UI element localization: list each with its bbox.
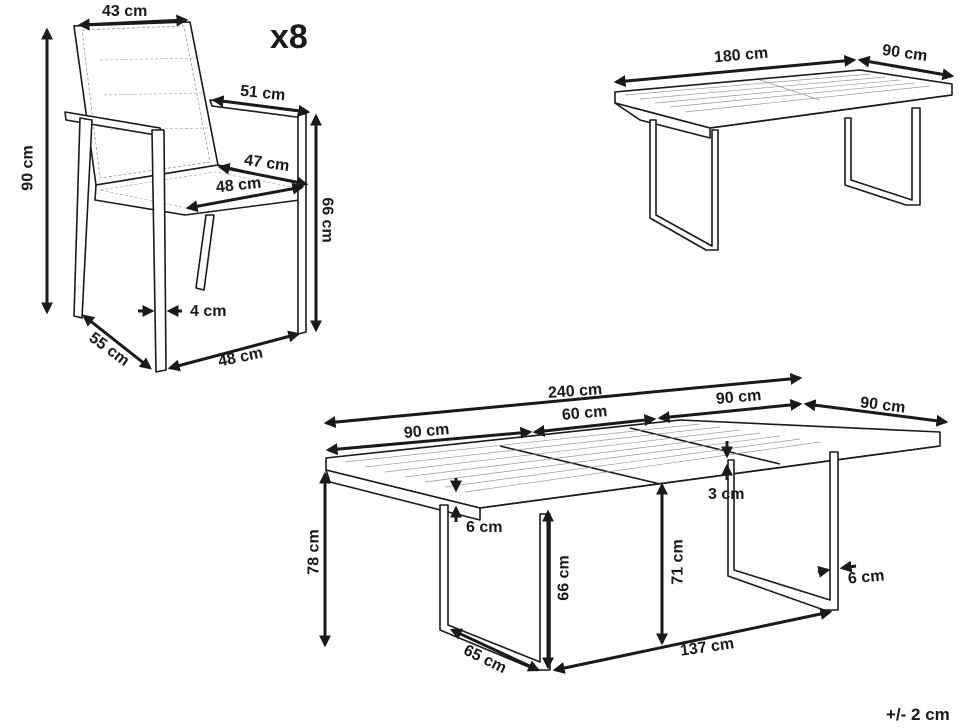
chair-height-label: 90 cm bbox=[19, 145, 37, 191]
tabletop-thickness-label: 3 cm bbox=[708, 486, 745, 503]
chair-leg-width-label: 4 cm bbox=[190, 303, 227, 320]
extended-table-dimension-arrows bbox=[319, 372, 949, 674]
chair-dimension-arrows bbox=[41, 14, 322, 372]
chair-quantity-label: x8 bbox=[270, 18, 308, 56]
table-leg-width-label: 6 cm bbox=[847, 567, 886, 588]
closed-table-dimension-arrows bbox=[613, 54, 955, 88]
leg-clearance-label: 66 cm bbox=[555, 555, 573, 601]
tolerance-note: +/- 2 cm bbox=[886, 705, 950, 724]
chair-armrest-height-label: 66 cm bbox=[318, 197, 336, 243]
table-height-label: 78 cm bbox=[305, 529, 323, 575]
chair-drawing bbox=[64, 21, 307, 373]
under-clearance-label: 71 cm bbox=[669, 539, 687, 585]
closed-table-drawing bbox=[614, 69, 953, 251]
extended-table-drawing bbox=[325, 419, 941, 671]
frame-thickness-label: 6 cm bbox=[466, 519, 503, 536]
chair-backrest-width-label: 43 cm bbox=[102, 3, 148, 20]
